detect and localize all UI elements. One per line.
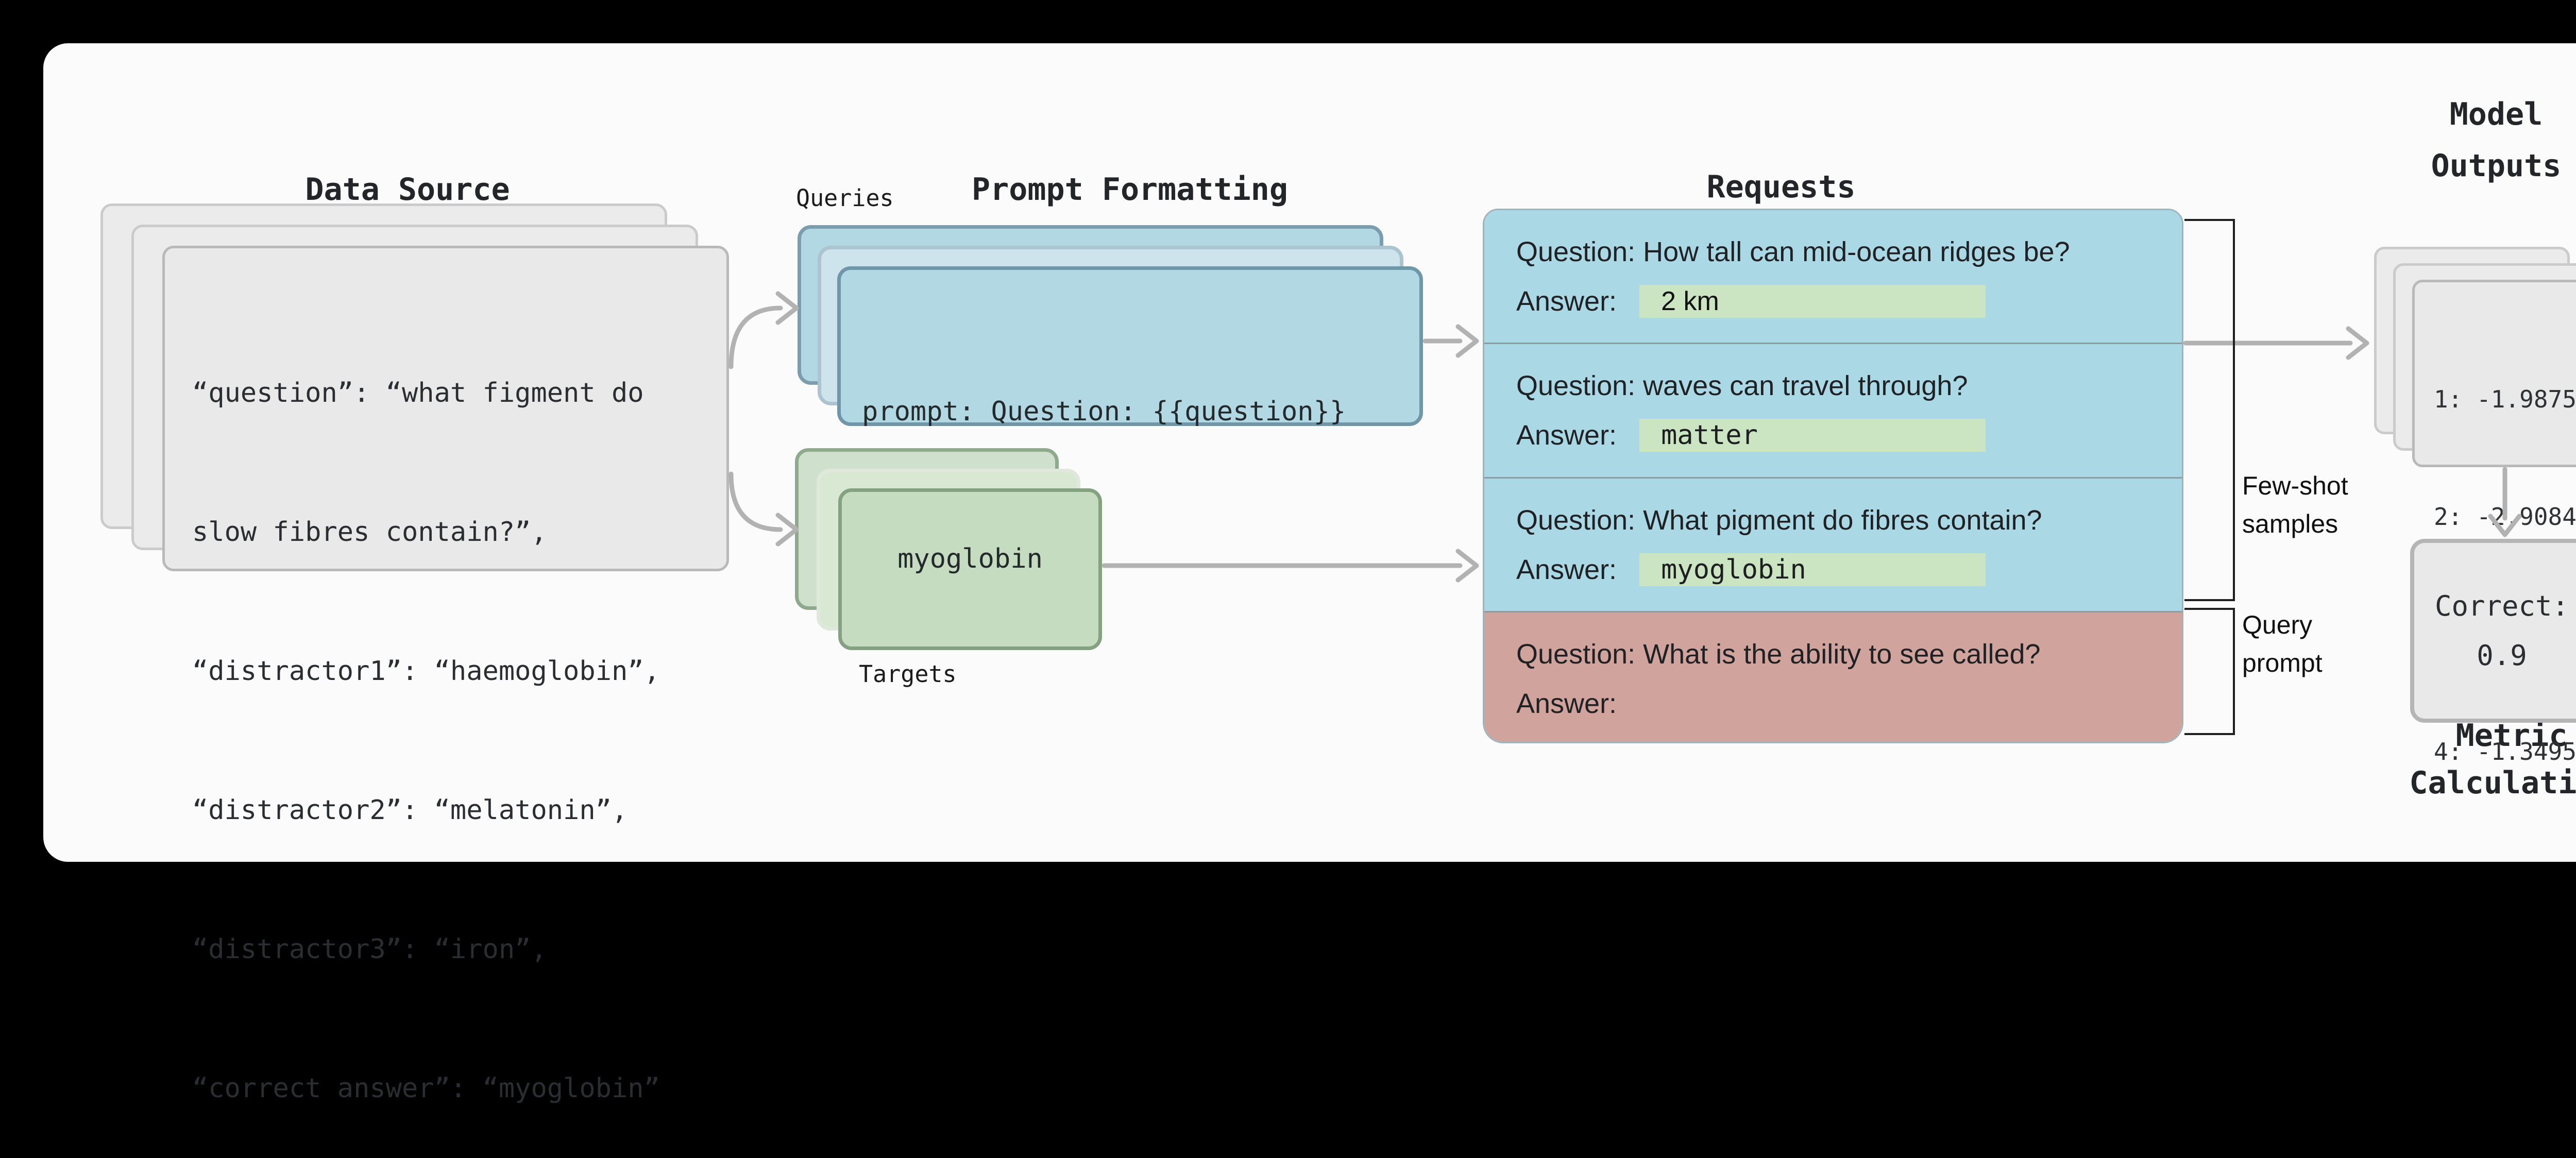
answer-label: Answer:	[1516, 286, 1617, 317]
data-source-line: “question”: “what figment do	[192, 378, 644, 408]
logprob-line: 2: -2.9084	[2434, 503, 2576, 531]
model-outputs-title-line1: Model	[2449, 96, 2543, 132]
data-source-card	[162, 246, 729, 571]
request-question: Question: How tall can mid-ocean ridges …	[1516, 236, 2070, 267]
data-source-line: “distractor2”: “melatonin”,	[192, 795, 628, 826]
request-question: Question: What is the ability to see cal…	[1516, 639, 2041, 670]
metric-result-line2: 0.9	[2477, 639, 2527, 672]
requests-title: Requests	[1706, 169, 1856, 205]
requests-box: Question: How tall can mid-ocean ridges …	[1483, 209, 2183, 743]
answer-text: 2 km	[1661, 286, 1719, 316]
query-label-line2: prompt	[2242, 649, 2323, 677]
answer-label: Answer:	[1516, 420, 1617, 451]
queries-label: Queries	[796, 184, 894, 212]
answer-highlight: matter	[1639, 419, 1986, 452]
data-source-line: “distractor3”: “iron”,	[192, 934, 547, 965]
answer-highlight: 2 km	[1639, 285, 1986, 318]
query-prompt-label: Query prompt	[2242, 606, 2323, 682]
logprob-line: 4: -1.3495	[2434, 738, 2576, 765]
prompt-formatting-title: Prompt Formatting	[971, 172, 1289, 208]
data-source-line: “correct answer”: “myoglobin”	[192, 1073, 660, 1104]
targets-label: Targets	[859, 660, 957, 688]
request-question: Question: What pigment do fibres contain…	[1516, 505, 2042, 536]
metric-label-line2: Calculation	[2409, 765, 2576, 801]
model-outputs-title-line2: Outputs	[2431, 148, 2562, 184]
query-label-line1: Query	[2242, 610, 2313, 639]
fewshot-samples-label: Few-shot samples	[2242, 467, 2348, 543]
targets-card	[838, 488, 1102, 650]
data-source-line: “distractor1”: “haemoglobin”,	[192, 656, 660, 687]
prompt-template-line1: prompt: Question: {{question}}	[862, 396, 1346, 427]
metric-result-box: Correct: 0.9	[2410, 539, 2576, 723]
data-source-title: Data Source	[305, 172, 510, 208]
target-text: myoglobin	[897, 543, 1043, 574]
model-outputs-title: Model Outputs	[2431, 89, 2562, 192]
answer-label: Answer:	[1516, 554, 1617, 585]
data-source-json: “question”: “what figment do slow fibres…	[192, 277, 660, 1158]
request-row-query: Question: What is the ability to see cal…	[1484, 611, 2182, 742]
metric-calculation-label: Metric Calculation	[2409, 712, 2576, 807]
answer-text: myoglobin	[1661, 554, 1806, 585]
answer-highlight: myoglobin	[1639, 553, 1986, 586]
data-source-line: slow fibres contain?”,	[192, 517, 547, 548]
metric-label-line1: Metric	[2455, 718, 2568, 754]
request-row-fewshot-1: Question: How tall can mid-ocean ridges …	[1484, 210, 2182, 343]
queries-card	[837, 266, 1423, 426]
request-row-fewshot-2: Question: waves can travel through? Answ…	[1484, 343, 2182, 477]
answer-label: Answer:	[1516, 688, 1617, 719]
request-question: Question: waves can travel through?	[1516, 370, 1968, 401]
answer-text: matter	[1661, 420, 1758, 451]
fewshot-label-line1: Few-shot	[2242, 471, 2348, 500]
logprob-line: 1: -1.9875	[2434, 385, 2576, 413]
model-outputs-card	[2412, 280, 2576, 467]
metric-result-line1: Correct:	[2434, 589, 2569, 622]
request-row-fewshot-3: Question: What pigment do fibres contain…	[1484, 477, 2182, 611]
fewshot-label-line2: samples	[2242, 509, 2338, 538]
